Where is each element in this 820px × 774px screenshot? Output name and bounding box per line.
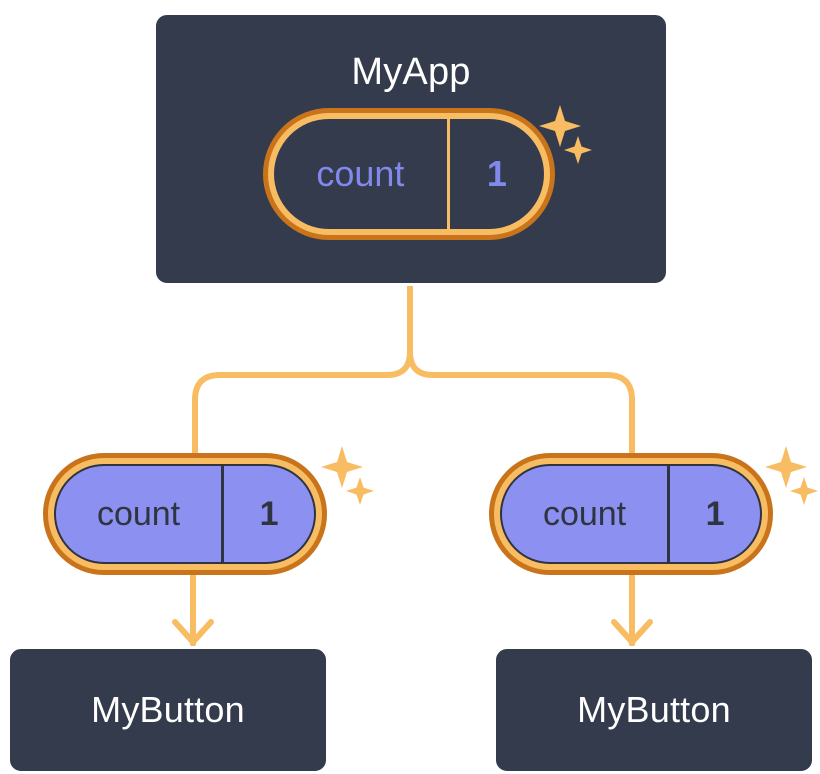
state-pill-value: 1	[259, 495, 279, 533]
card-mybutton-left[interactable]: MyButton	[7, 646, 329, 774]
state-pill-key: count	[542, 495, 627, 533]
card-mybutton-title: MyButton	[91, 689, 245, 730]
state-pill-frame: count 1	[43, 453, 327, 575]
card-mybutton-right[interactable]: MyButton	[493, 646, 815, 774]
connector-trunk	[192, 283, 413, 455]
arrow-down-icon-left	[172, 619, 214, 645]
state-pill-key: count	[316, 153, 405, 194]
state-pill-divider	[221, 466, 225, 562]
card-mybutton-title: MyButton	[577, 689, 731, 730]
arrow-down-icon-right	[611, 619, 653, 645]
state-pill-myapp[interactable]: count 1	[263, 108, 555, 240]
state-pill-inner: count 1	[500, 464, 762, 564]
state-pill-inner: count 1	[54, 464, 316, 564]
state-pill-key: count	[96, 495, 181, 533]
state-pill-value: 1	[705, 495, 725, 533]
state-pill-divider	[446, 119, 450, 229]
state-pill-frame: count 1	[263, 108, 555, 240]
state-pill-divider	[667, 466, 671, 562]
state-pill-child-left[interactable]: count 1	[43, 453, 327, 575]
state-pill-child-right[interactable]: count 1	[489, 453, 773, 575]
connector-trunk-right	[407, 349, 635, 455]
state-pill-value: 1	[486, 153, 507, 194]
card-myapp-title: MyApp	[351, 51, 471, 93]
state-pill-frame: count 1	[489, 453, 773, 575]
state-pill-inner: count 1	[274, 119, 544, 229]
